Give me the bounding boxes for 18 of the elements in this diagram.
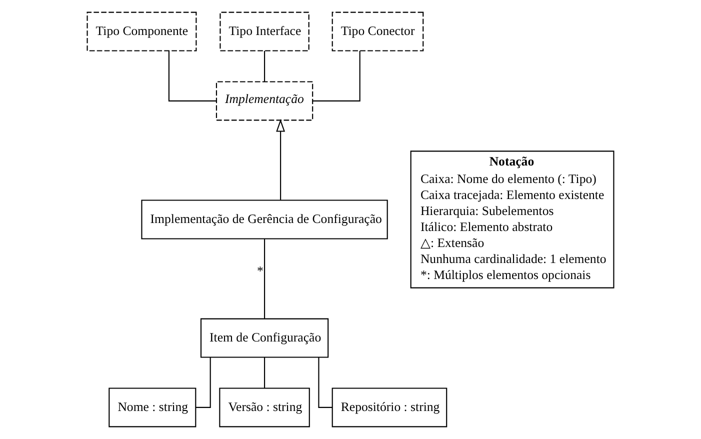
- connector: [312, 50, 360, 102]
- node-box: Tipo Conector: [332, 12, 424, 52]
- node-box: Versão : string: [219, 388, 310, 428]
- node-box: Implementação: [216, 81, 314, 121]
- node-box: Item de Configuração: [200, 318, 329, 358]
- node-box: Nome : string: [108, 388, 196, 428]
- node-box: Tipo Componente: [86, 12, 197, 52]
- node-box: Implementação de Gerência de Configuração: [141, 200, 388, 240]
- edge-label: *: [257, 264, 264, 278]
- node-box: Repositório : string: [332, 388, 448, 428]
- connector: [264, 239, 266, 318]
- connector: [168, 50, 216, 102]
- node-box: Notação Caixa: Nome do elemento (: Tipo) Caixa tracejada: Elemento existente Hierarquia: Subelementos Itálico: Elemento abstrato △: Extensão Nunhuma cardinalidade: 1 elemento *: Múltiplos elementos opcionais: [410, 150, 614, 288]
- connector: [264, 50, 266, 82]
- connector: [264, 357, 266, 388]
- connector: [196, 357, 211, 408]
- node-box: Tipo Interface: [220, 12, 310, 52]
- arrow: [276, 118, 286, 200]
